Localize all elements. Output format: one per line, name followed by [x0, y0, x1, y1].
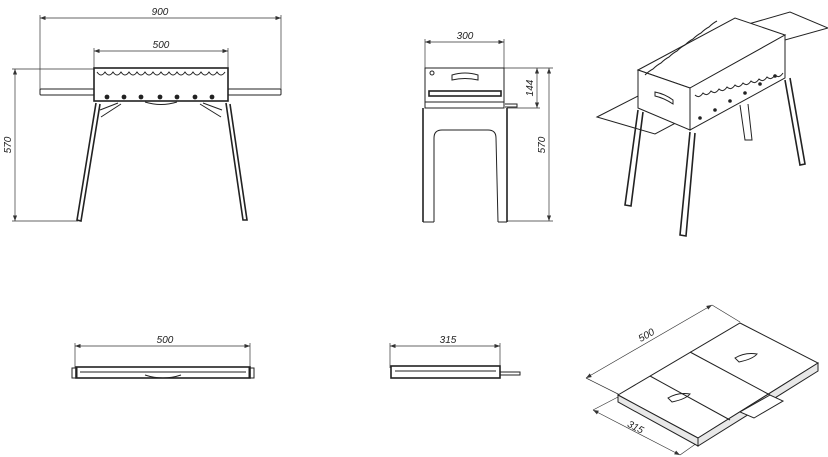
iso-leg-1 — [624, 109, 644, 207]
folded-front-view: 500 — [71, 335, 255, 379]
handle-slot — [451, 72, 479, 81]
dim-line-315-iso — [592, 409, 681, 456]
dim-label-315: 315 — [440, 335, 457, 346]
side-shelf-left — [39, 88, 95, 96]
iso-leg-3 — [784, 77, 806, 166]
iso-box-front — [689, 34, 786, 131]
folded-handle — [738, 394, 785, 419]
leg-arch — [433, 129, 499, 223]
isometric-assembled-view — [595, 11, 828, 237]
brazier-box — [93, 67, 229, 102]
handle-slot-1 — [667, 393, 691, 403]
dim-label-315-iso: 315 — [625, 419, 645, 437]
dim-label-500-iso: 500 — [637, 327, 657, 345]
folded-side-body — [390, 365, 501, 379]
front-view: 900 500 570 — [3, 7, 282, 222]
dim-label-300: 300 — [457, 31, 474, 42]
dim-line-500-iso — [585, 304, 713, 379]
dim-label-570: 570 — [3, 136, 14, 153]
folded-isometric-view: 500 315 — [585, 304, 820, 456]
air-holes — [104, 94, 215, 100]
dim-label-570-side: 570 — [537, 136, 548, 153]
skewer-notches — [96, 71, 226, 76]
dim-label-900: 900 — [152, 7, 169, 18]
iso-leg-2 — [679, 131, 696, 237]
leg-frame — [422, 108, 508, 222]
side-shelf-right — [227, 88, 282, 96]
folded-side-view: 315 — [389, 335, 521, 379]
handle-slot-2 — [734, 353, 758, 363]
dim-label-500-folded: 500 — [157, 335, 174, 346]
brazier-side — [424, 67, 505, 109]
dim-label-500: 500 — [153, 40, 170, 51]
leg-left — [76, 102, 101, 222]
dim-label-144: 144 — [525, 79, 536, 96]
side-view: 300 144 570 — [422, 31, 553, 223]
leg-right — [225, 102, 248, 221]
